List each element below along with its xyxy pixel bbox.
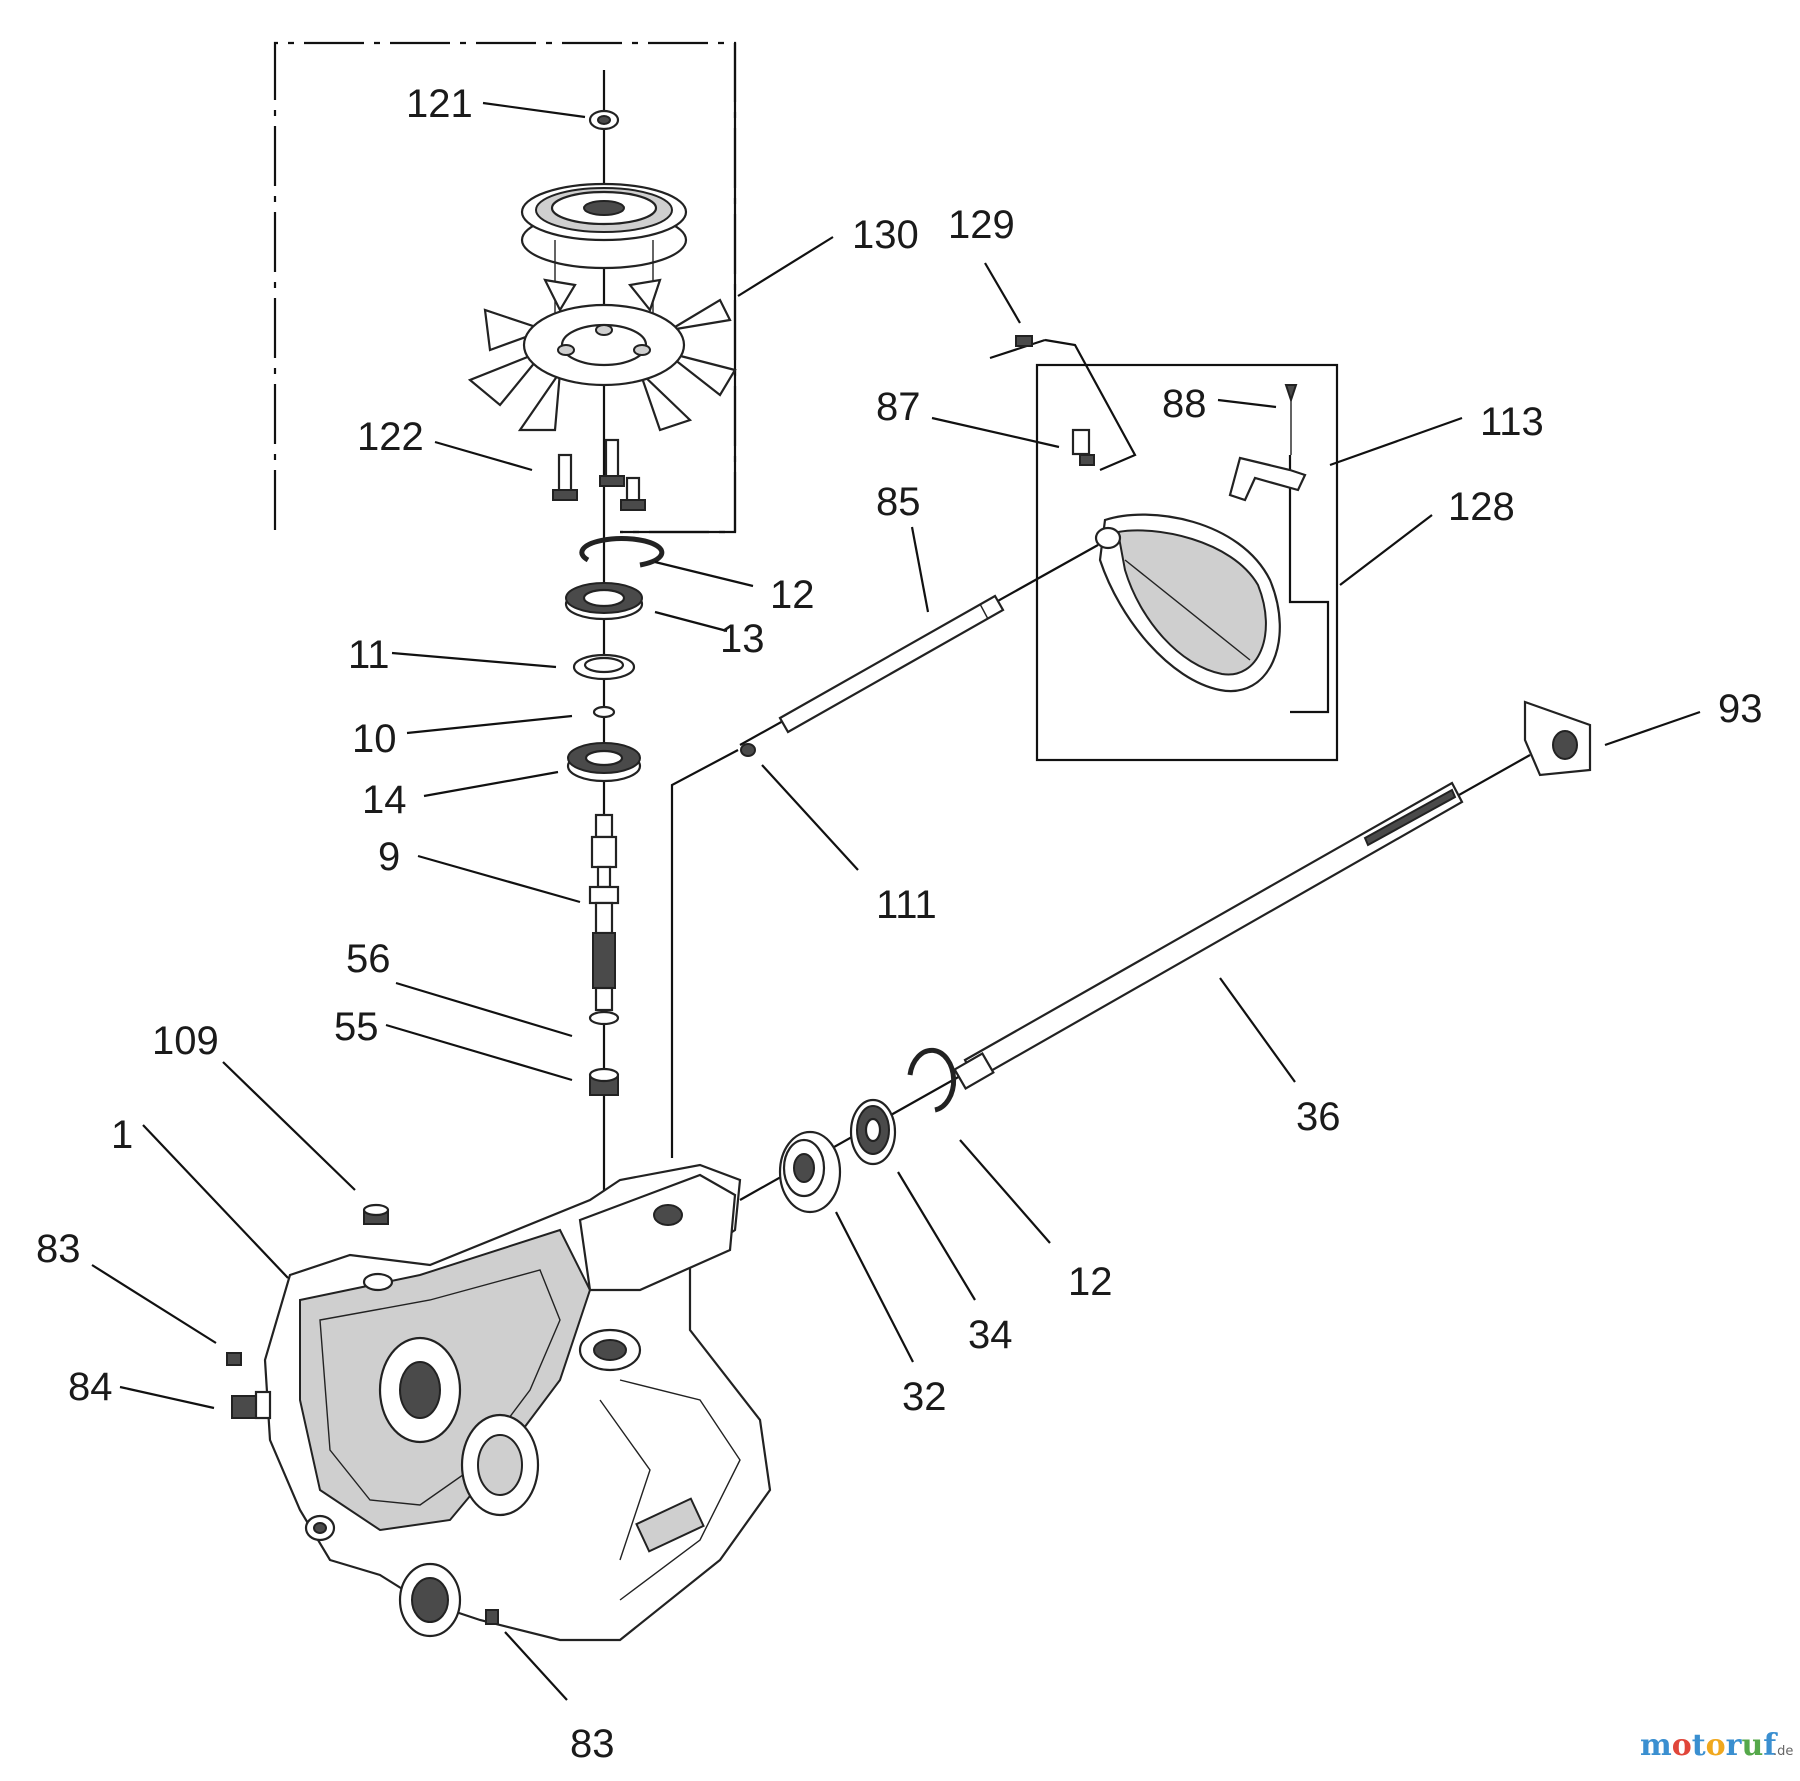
cooling-fan [467,278,737,432]
callout-56: 56 [346,937,391,981]
callout-121: 121 [406,82,473,126]
callout-111: 111 [876,883,937,927]
callout-83-left: 83 [36,1227,81,1271]
key-87 [1071,428,1095,466]
callout-83-bottom: 83 [570,1722,615,1766]
callout-labels: 121 130 129 122 88 87 113 85 128 12 13 1… [36,82,1763,1766]
callout-113: 113 [1480,400,1544,444]
seal-55 [588,1067,620,1096]
seal-111 [740,743,756,757]
bypass-arm-128 [1094,513,1281,693]
retaining-ring-12-upper [579,536,665,568]
callout-9: 9 [378,835,400,879]
pin-83-left [226,1352,242,1366]
control-shaft-leader-path [670,749,739,1158]
bearing-34 [849,1098,897,1166]
callout-122: 122 [357,415,424,459]
callout-11: 11 [348,633,390,677]
callout-32: 32 [902,1375,947,1419]
callout-12-upper: 12 [770,573,815,617]
bypass-bracket-line [1288,455,1330,714]
callout-1: 1 [111,1113,133,1157]
fan-pulley-group-box [273,41,737,534]
bearing-32 [778,1130,842,1214]
callout-128: 128 [1448,485,1515,529]
bypass-arm-group-box [1035,363,1339,762]
retaining-ring-12-lower [907,1047,957,1113]
pin-129-bracket [1044,338,1137,472]
callout-55: 55 [334,1005,379,1049]
callout-109: 109 [152,1019,219,1063]
control-shaft-85 [778,594,1005,734]
fan-pulley-group-box-solid [620,43,737,534]
washer-lower-left [304,1514,336,1542]
watermark-logo: motoruf .de [1640,1728,1793,1763]
input-shaft-9 [588,813,620,1012]
output-shaft-36 [953,781,1464,1091]
plate-93 [1523,700,1592,777]
callout-14: 14 [362,778,407,822]
watermark-suffix: .de [1773,1744,1793,1759]
callout-88: 88 [1162,382,1207,426]
o-ring-10 [592,705,616,719]
plug-109 [362,1203,394,1292]
pin-129-line [989,338,1046,360]
leader-lines [91,101,1701,1701]
callout-87: 87 [876,385,921,429]
fitting-84 [231,1390,272,1420]
callout-85: 85 [876,480,921,524]
washer-56 [588,1010,620,1026]
screw-88 [1284,384,1298,455]
pin-83-bottom [485,1609,499,1625]
bracket-113 [1228,456,1307,502]
washer-11 [572,653,636,681]
callout-93: 93 [1718,687,1763,731]
callout-129: 129 [948,203,1015,247]
callout-10: 10 [352,717,397,761]
pin-129 [1015,335,1033,347]
svg-text:motoruf: motoruf [1640,1728,1778,1763]
bearing-14 [566,742,642,783]
callout-12-lower: 12 [1068,1260,1113,1304]
nut-121 [588,109,620,131]
callout-84: 84 [68,1365,113,1409]
output-hub [398,1562,462,1638]
callout-36: 36 [1296,1095,1341,1139]
callout-34: 34 [968,1313,1013,1357]
bolts-122 [552,438,646,511]
bearing-13 [564,582,644,621]
callout-13: 13 [720,617,765,661]
callout-130: 130 [852,213,919,257]
transaxle-housing-1 [263,1163,772,1642]
